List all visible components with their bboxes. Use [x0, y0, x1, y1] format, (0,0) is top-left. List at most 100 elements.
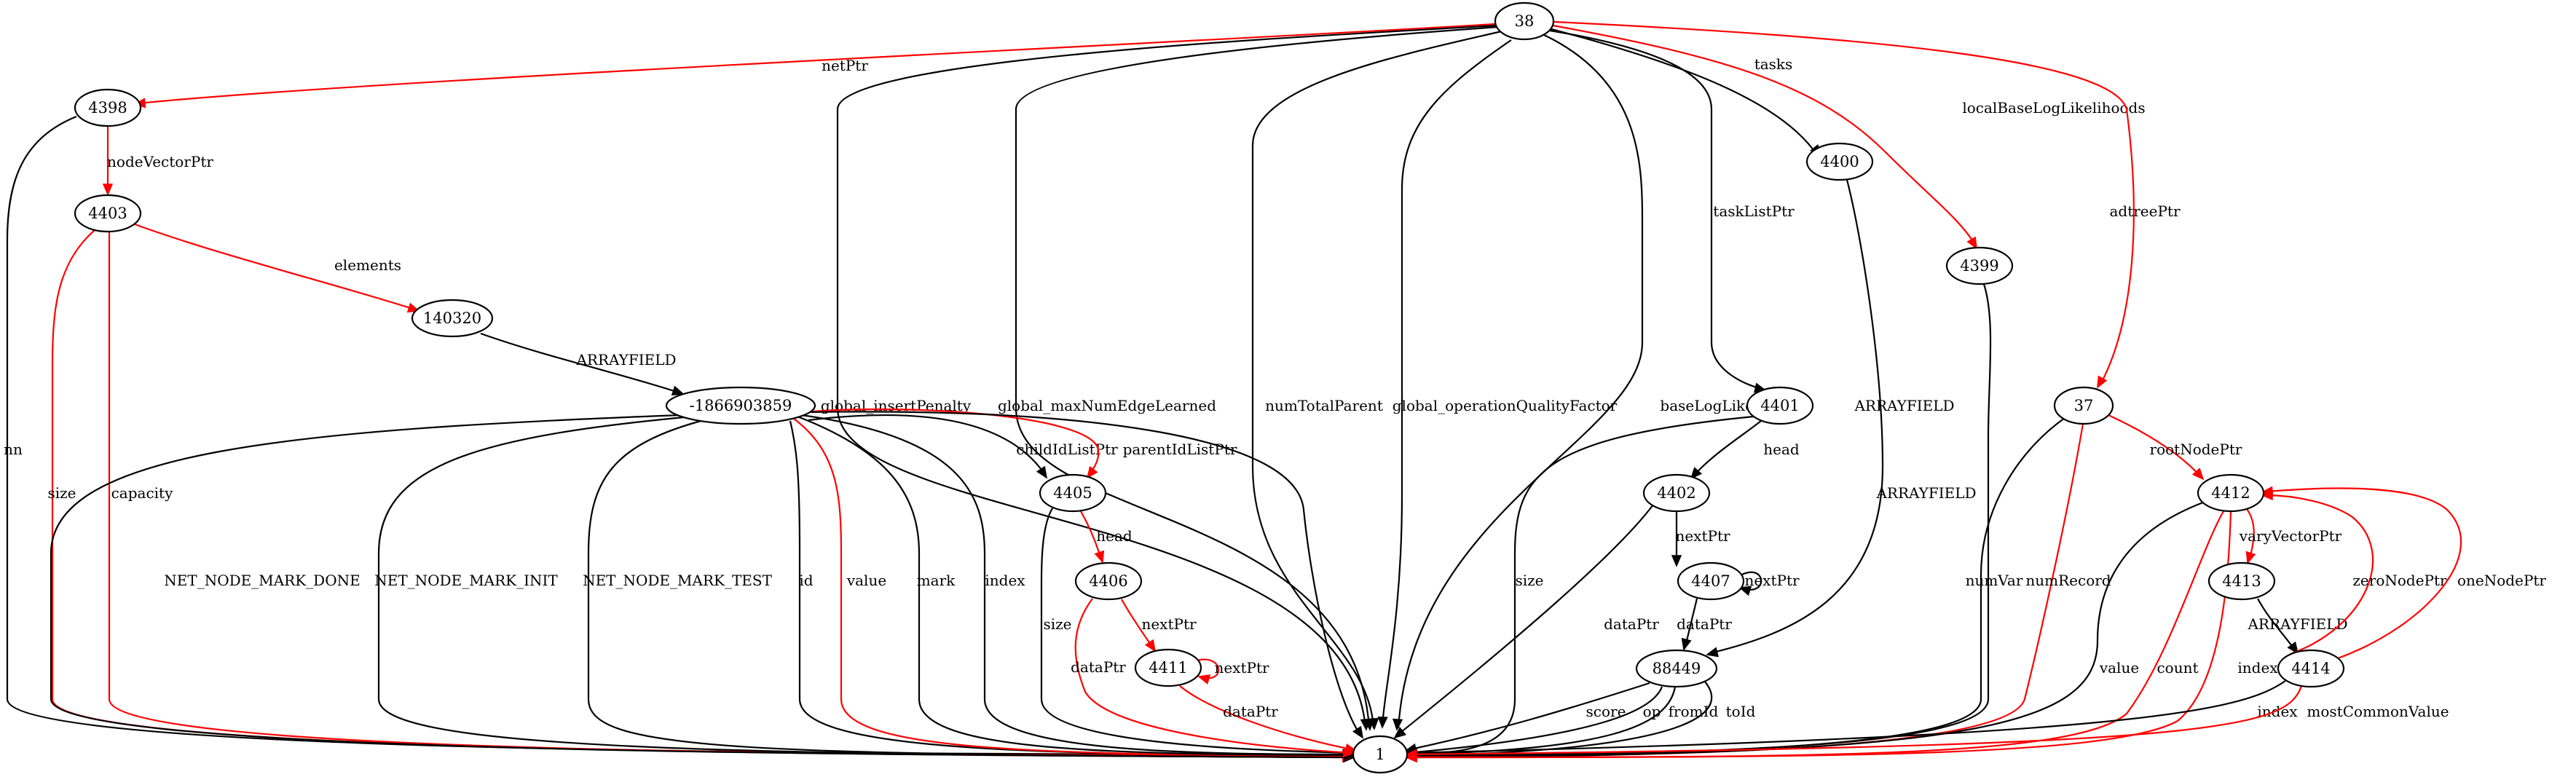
edge-arrowhead [2191, 468, 2205, 481]
edge-label: mostCommonValue [2307, 703, 2449, 720]
edge-label: toId [1726, 703, 1756, 720]
edge-n37-n4412-rootNodePtr: rootNodePtr [2108, 414, 2242, 481]
node-shape [2053, 386, 2114, 425]
node-label: 4407 [1691, 572, 1730, 590]
node-1: 1 [1352, 735, 1409, 774]
edge-arrowhead [1681, 637, 1692, 651]
edge-arrowhead [671, 385, 685, 396]
edge-arrowhead [2287, 641, 2299, 655]
edge-n4412-n1-count: count [1405, 510, 2224, 763]
edge-n4402-n4407-nextPtr: nextPtr [1671, 511, 1730, 567]
edge-line [1040, 508, 1354, 754]
node-4398: 4398 [74, 88, 142, 127]
edge-n37-n1-numRecord: numRecord [1405, 423, 2111, 763]
edge-label: localBaseLogLikelihoods [1962, 99, 2145, 117]
node-shape [1074, 561, 1143, 601]
edge-arrowhead [2097, 375, 2108, 389]
edge-label: dataPtr [1604, 615, 1659, 633]
edge-line [836, 24, 1498, 729]
edge-n140320-n1866903859-ARRAYFIELD: ARRAYFIELD [480, 332, 685, 396]
edge-label: numTotalParent [1265, 397, 1383, 414]
edge-label: varyVectorPtr [2239, 527, 2342, 545]
edge-label: ARRAYFIELD [1875, 484, 1976, 502]
edge-arrowhead [1036, 465, 1048, 479]
node-label: 4414 [2291, 660, 2330, 677]
edge-n4405-n4406-head: head [1080, 510, 1133, 564]
edge-label: global_maxNumEdgeLearned [998, 397, 1216, 414]
edge-label: size [47, 484, 76, 502]
edge-label: NET_NODE_MARK_TEST [583, 572, 773, 589]
edge-label: capacity [111, 484, 173, 502]
edge-arrowhead [1368, 717, 1379, 730]
node-label: 38 [1515, 12, 1535, 30]
edge-n38-n4400-tasks: tasks [1551, 28, 1822, 157]
edge-label: dataPtr [1223, 703, 1278, 720]
edge-arrowhead [2261, 486, 2274, 497]
node-4405: 4405 [1039, 473, 1107, 513]
edge-label: head [1096, 527, 1133, 545]
edge-n88449-n1-score: score [1404, 682, 1650, 754]
node-label: 4406 [1089, 572, 1127, 590]
edge-line [1407, 685, 2303, 756]
edge-n4413-n4414-ARRAYFIELD: ARRAYFIELD [2247, 598, 2348, 655]
edge-label: ARRAYFIELD [2247, 615, 2347, 633]
node-4401: 4401 [1746, 386, 1814, 425]
edge-n4402-n1-dataPtr: dataPtr [1393, 504, 1659, 739]
edge-arrowhead [1352, 725, 1364, 739]
edge-label: zeroNodePtr [2352, 572, 2447, 589]
edge-line [138, 23, 1496, 105]
node-4413: 4413 [2207, 561, 2276, 601]
edge-line [1407, 510, 2232, 759]
node-label: 4405 [1053, 484, 1092, 502]
edge-label: ARRAYFIELD [1854, 397, 1954, 414]
edge-n38-n37-adtreePtr: adtreePtr [1553, 20, 2181, 389]
edge-label: parentIdListPtr [1123, 441, 1237, 458]
node-4399: 4399 [1945, 246, 2014, 285]
edge-label: NET_NODE_MARK_DONE [164, 572, 360, 589]
edge-arrowhead [1377, 716, 1388, 729]
node-4403: 4403 [74, 194, 142, 233]
node-shape [1945, 246, 2014, 285]
node-label: 4399 [1960, 257, 1998, 275]
edge-arrowhead [1966, 236, 1977, 250]
edge-n4411-n1-dataPtr: dataPtr [1179, 685, 1358, 754]
edge-arrowhead [1738, 585, 1752, 596]
edge-line [1407, 417, 2065, 757]
edge-arrowhead [2245, 551, 2256, 564]
edge-label: global_operationQualityFactor [1393, 397, 1618, 414]
edge-line [1549, 29, 1763, 390]
edge-label: numVar [1966, 572, 2023, 589]
node-37: 37 [2053, 386, 2114, 425]
edge-line [2264, 494, 2374, 655]
node-shape [2207, 561, 2276, 601]
edge-line [1406, 680, 1713, 757]
edge-label: netPtr [822, 57, 868, 74]
edge-line [811, 408, 1100, 476]
edge-line [1709, 179, 1884, 655]
edge-label: nodeVectorPtr [107, 153, 213, 170]
edge-n4400-n88449-ARRAYFIELD: ARRAYFIELD [1706, 179, 1955, 658]
edge-label: value [846, 572, 886, 589]
nodes-layer: 3843984403140320-18669038594400439937440… [74, 1, 2345, 774]
node-shape [1352, 735, 1409, 774]
edge-n4406-n4411-nextPtr: nextPtr [1121, 599, 1197, 652]
edge-n38-n1-global_maxNumEdgeLearned: global_maxNumEdgeLearned [998, 25, 1500, 731]
edge-n38-n1-baseLogLikelihood: baseLogLikelihood [1392, 34, 1800, 731]
node-label: 4403 [88, 205, 127, 222]
edge-line [800, 414, 1355, 756]
node-4406: 4406 [1074, 561, 1143, 601]
edge-arrowhead [1671, 555, 1682, 567]
edge-line [50, 414, 1354, 759]
edge-line [1553, 20, 2135, 384]
edge-line [1551, 28, 1814, 151]
edge-line [1407, 510, 2224, 759]
edge-n4414-n1-index: index [1405, 680, 2298, 758]
edge-label: index [2257, 703, 2298, 720]
edge-arrowhead [1197, 674, 1211, 685]
node-label: 4398 [88, 99, 127, 117]
node-shape [74, 88, 142, 127]
edge-label: numRecord [2025, 572, 2111, 589]
edge-line [1406, 686, 1663, 754]
node-shape [411, 299, 494, 338]
edge-line [1179, 685, 1355, 752]
